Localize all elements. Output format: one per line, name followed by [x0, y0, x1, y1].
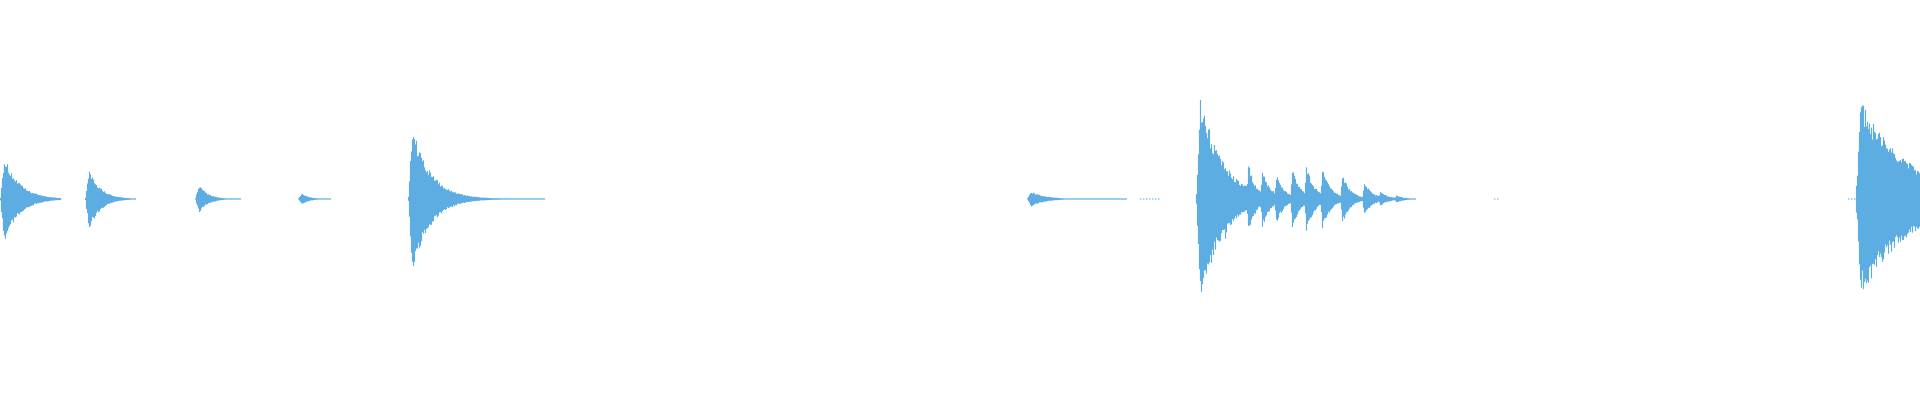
waveform-noise-dot	[1494, 198, 1496, 200]
waveform-noise-dot	[1054, 198, 1056, 200]
waveform-noise-dot	[1143, 198, 1145, 200]
waveform-noise-dot	[1039, 198, 1041, 200]
waveform-bars	[0, 100, 1920, 292]
waveform-noise-dot	[1045, 198, 1047, 200]
waveform-noise-dot	[1042, 198, 1044, 200]
waveform-noise-dot	[1155, 198, 1157, 200]
waveform-noise-dot	[1158, 198, 1160, 200]
waveform-noise-dot	[1149, 198, 1151, 200]
waveform-noise-dot	[1497, 198, 1499, 200]
waveform-noise-dot	[1854, 198, 1856, 200]
waveform-noise-dot	[1851, 198, 1853, 200]
waveform-noise-dot	[1033, 198, 1035, 200]
waveform-noise-dot	[1140, 198, 1142, 200]
waveform-noise-dot	[1146, 198, 1148, 200]
waveform-noise-dot	[1848, 198, 1850, 200]
waveform-noise-dot	[1057, 198, 1059, 200]
waveform-noise-dot	[1152, 198, 1154, 200]
waveform-noise-dot	[1036, 198, 1038, 200]
waveform-noise-dot	[1030, 198, 1032, 200]
waveform-noise-dot	[1048, 198, 1050, 200]
waveform-noise-dot	[1051, 198, 1053, 200]
